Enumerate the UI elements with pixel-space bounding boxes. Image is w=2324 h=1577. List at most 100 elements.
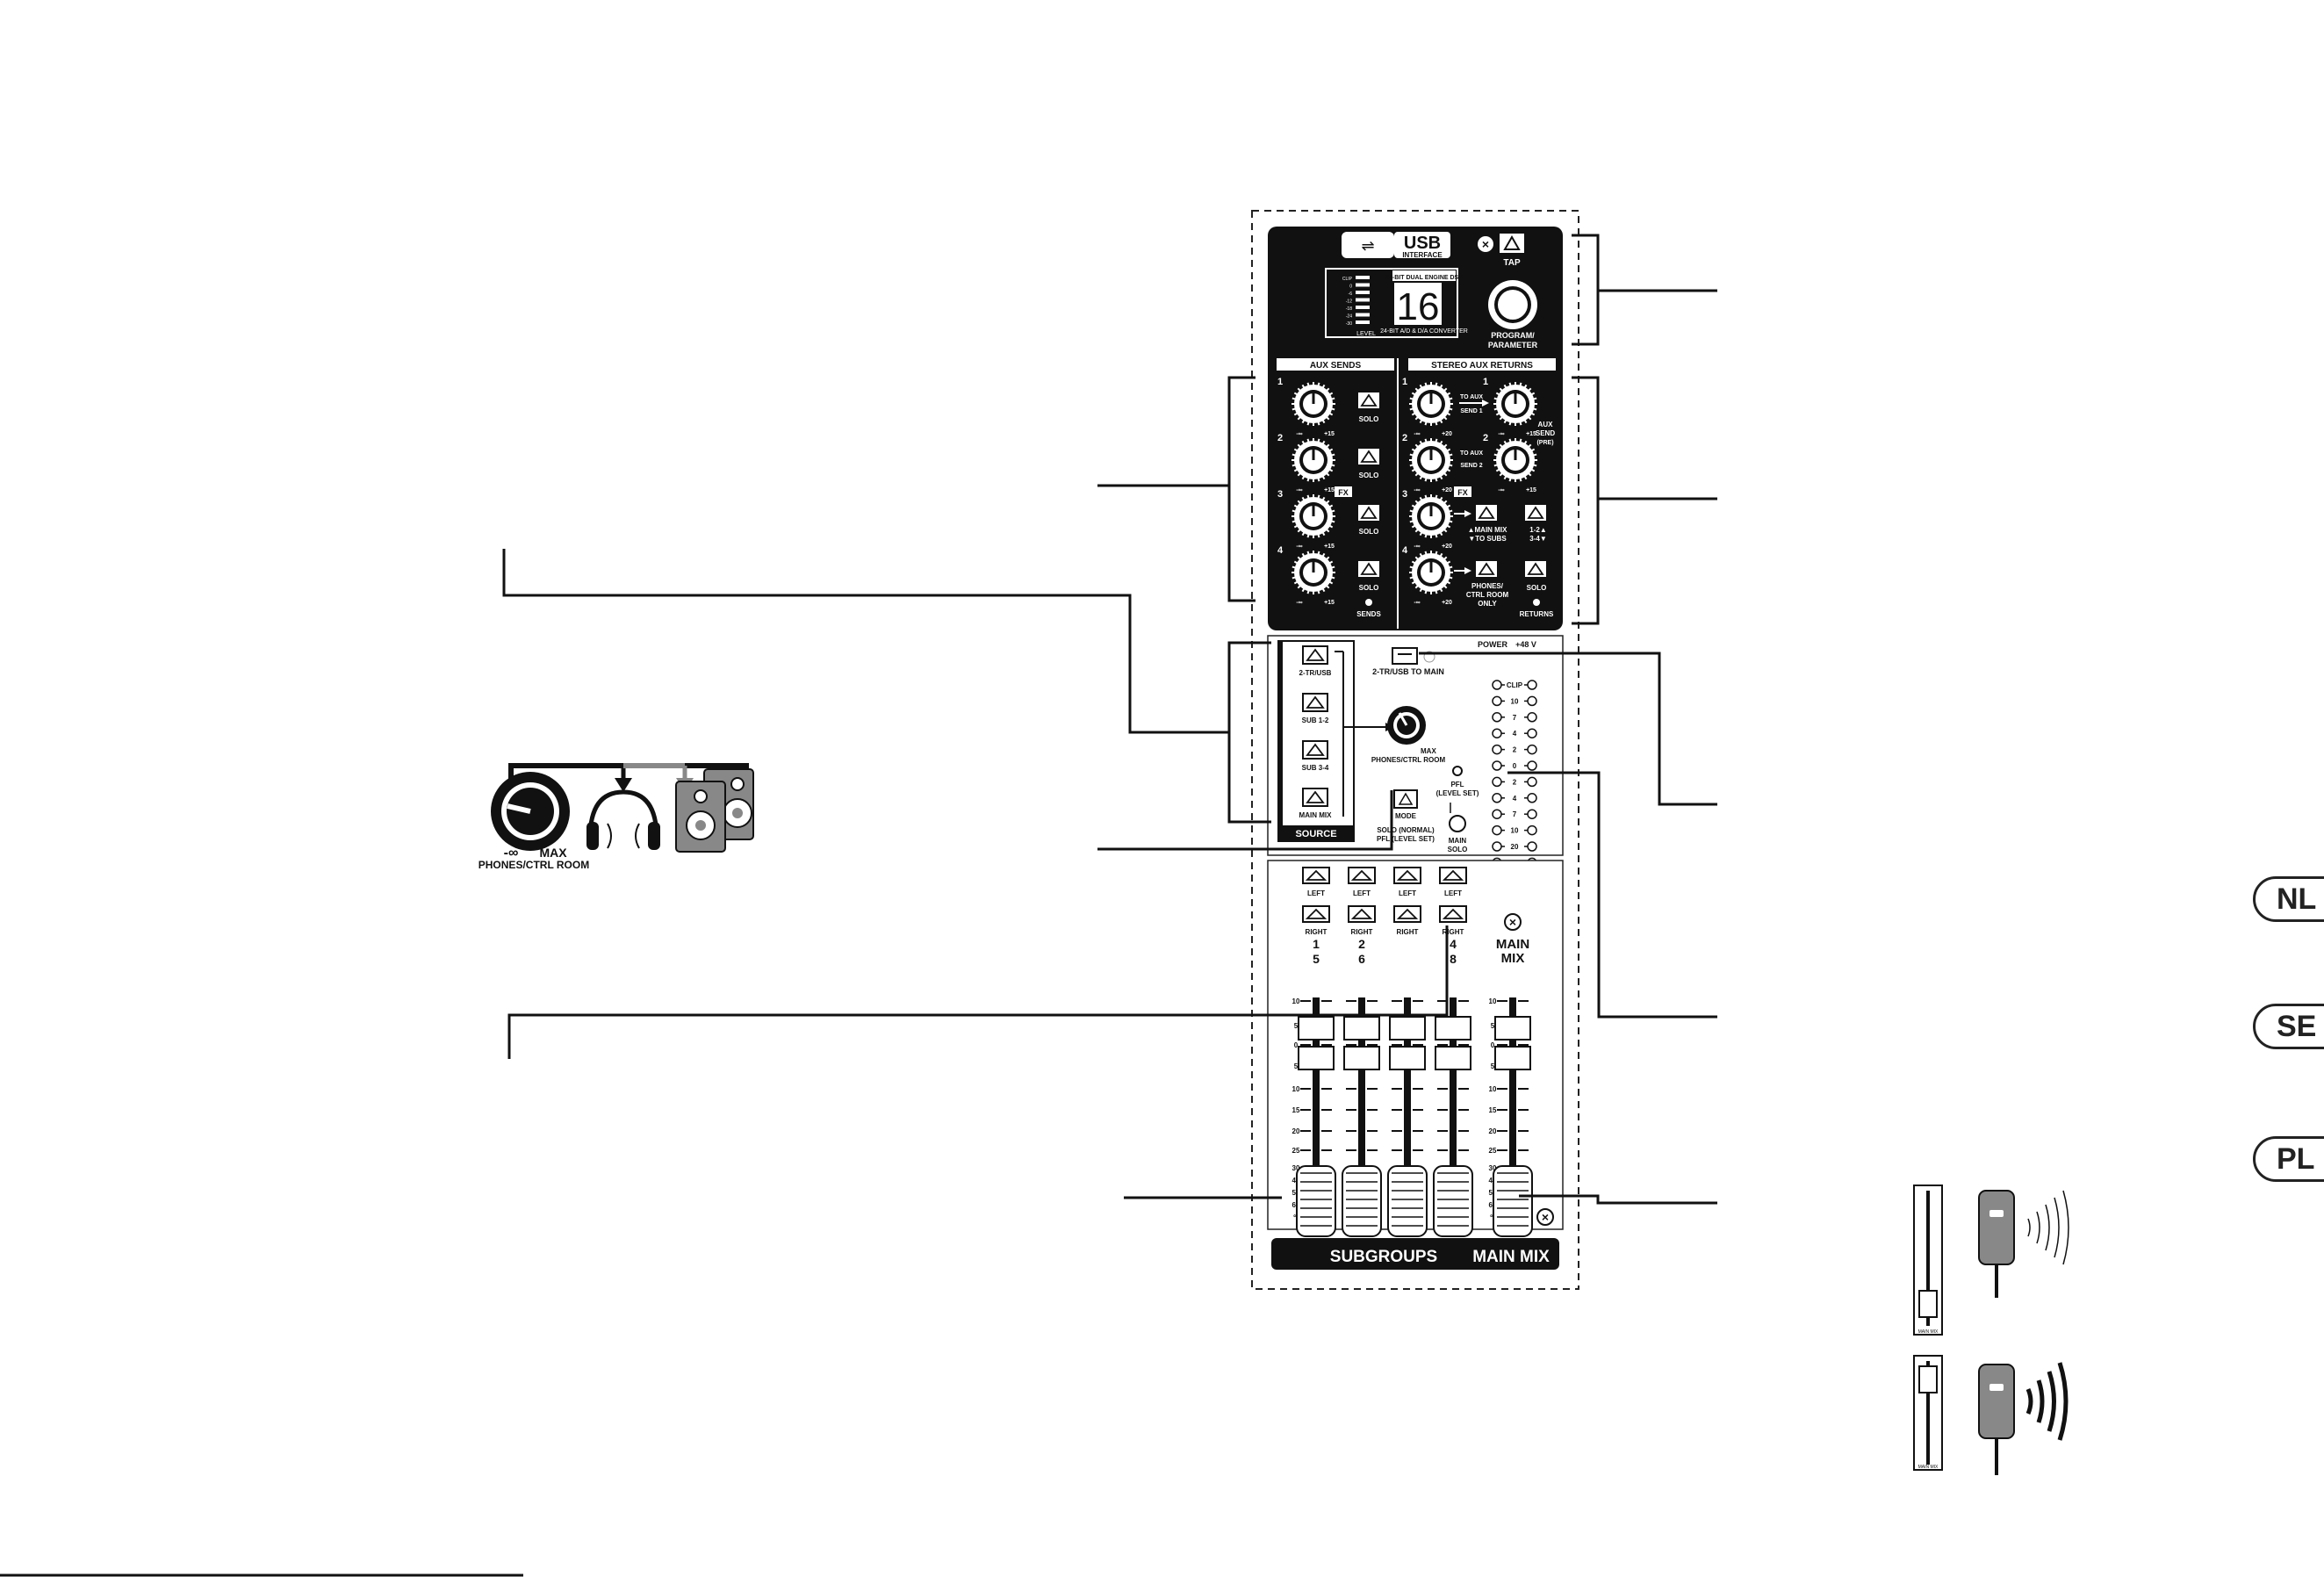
left-label: LEFT: [1307, 889, 1325, 897]
triangle-icon: [1350, 869, 1373, 881]
aux-send-number: 3: [1277, 489, 1283, 500]
triangle-icon: [1442, 908, 1464, 919]
scale-max: +15: [1526, 487, 1536, 493]
source-button[interactable]: [1302, 693, 1328, 712]
speaker-icon: [1978, 1364, 2015, 1439]
meter-label: 0: [1513, 762, 1517, 770]
aux-send-number: 1: [1277, 377, 1283, 387]
usb-logo: ⇌ USB INTERFACE: [1342, 232, 1450, 259]
fader[interactable]: [1387, 997, 1428, 1237]
aux-return-send-knob[interactable]: [1493, 382, 1537, 426]
fader-cap[interactable]: [1342, 1165, 1382, 1237]
triangle-icon: [1305, 908, 1327, 919]
speaker-icon: [1978, 1190, 2015, 1265]
dsp-bottom-label: 24-BIT A/D & D/A CONVERTER: [1380, 328, 1468, 335]
aux-sends-title: AUX SENDS: [1310, 361, 1362, 371]
language-tab-nl[interactable]: NL: [2253, 876, 2324, 922]
language-tab-pl[interactable]: PL: [2253, 1136, 2324, 1182]
inset-phones-label: PHONES/CTRL ROOM: [478, 859, 589, 871]
subgroup-right-button[interactable]: [1302, 905, 1330, 923]
aux-return-solo-button[interactable]: [1523, 559, 1548, 579]
meter-led-right: [1527, 793, 1537, 803]
scale-max: +15: [1324, 487, 1335, 493]
pfl-level-set-sub: (LEVEL SET): [1436, 789, 1479, 797]
meter-led-left: [1492, 680, 1502, 690]
left-label: LEFT: [1353, 889, 1371, 897]
scale-max: +15: [1324, 544, 1335, 550]
program-label-1: PROGRAM/: [1491, 331, 1535, 340]
fader-scale-label: 5: [1491, 1022, 1495, 1030]
meter-led-right: [1527, 712, 1537, 723]
sends-label: SENDS: [1356, 610, 1381, 618]
aux-send-solo-button[interactable]: [1356, 447, 1381, 466]
aux-send-knob[interactable]: [1292, 494, 1335, 538]
fader-cap[interactable]: [1433, 1165, 1473, 1237]
source-button[interactable]: [1302, 788, 1328, 807]
language-tab-label: NL: [2277, 882, 2317, 916]
subgroup-left-button[interactable]: [1393, 867, 1421, 884]
subgroup-number: 8: [1450, 952, 1457, 966]
subgroup-right-button[interactable]: [1348, 905, 1376, 923]
fader-cap[interactable]: [1387, 1165, 1428, 1237]
aux-send-solo-button[interactable]: [1356, 559, 1381, 579]
level-label: LEVEL: [1356, 331, 1376, 337]
aux-return-knob[interactable]: [1409, 438, 1453, 482]
subgroup-right-button[interactable]: [1393, 905, 1421, 923]
send-label: SEND 2: [1460, 463, 1482, 469]
fader[interactable]: [1433, 997, 1473, 1237]
meter-led-left: [1492, 809, 1502, 819]
fader-scale-label: 10: [1292, 997, 1300, 1005]
fader-scale-label: 25: [1489, 1147, 1497, 1155]
aux-send-knob[interactable]: [1292, 551, 1335, 594]
aux-send-knob[interactable]: [1292, 382, 1335, 426]
aux-return-knob[interactable]: [1409, 382, 1453, 426]
meter-led-left: [1492, 776, 1502, 788]
triangle-icon: [1306, 695, 1325, 709]
main-solo-led: [1449, 815, 1466, 832]
meter-label: 7: [1513, 810, 1517, 818]
source-button[interactable]: [1302, 740, 1328, 760]
solo-label: SOLO: [1359, 472, 1379, 479]
phones-ctrl-room-only-button[interactable]: [1474, 559, 1499, 579]
subgroup-left-button[interactable]: [1439, 867, 1467, 884]
triangle-icon: [1305, 869, 1327, 881]
aux-send-knob[interactable]: [1292, 438, 1335, 482]
main-mix-to-subs-button[interactable]: [1474, 503, 1499, 522]
fader-cap[interactable]: [1296, 1165, 1336, 1237]
returns-led: [1533, 599, 1540, 606]
subgroup-number: 6: [1358, 952, 1365, 966]
source-button-label: SUB 1-2: [1302, 716, 1329, 724]
tap-label: TAP: [1503, 258, 1521, 268]
scale-min: -∞: [1296, 487, 1302, 493]
aux-return-send-knob[interactable]: [1493, 438, 1537, 482]
dsp-top-label: 24-BIT DUAL ENGINE DSP: [1385, 275, 1463, 281]
main-mix-footer-label: MAIN MIX: [1472, 1248, 1550, 1266]
subs-label: 1-2▲: [1529, 526, 1546, 534]
language-tab-se[interactable]: SE: [2253, 1004, 2324, 1049]
fader[interactable]: [1493, 997, 1533, 1237]
aux-send-solo-button[interactable]: [1356, 391, 1381, 410]
meter-led-right: [1527, 728, 1537, 738]
meter-label: 20: [1511, 843, 1519, 851]
fader-cap[interactable]: [1493, 1165, 1533, 1237]
returns-label: RETURNS: [1520, 610, 1554, 618]
source-button-label: 2-TR/USB: [1299, 669, 1332, 677]
fader[interactable]: [1342, 997, 1382, 1237]
subgroup-left-button[interactable]: [1348, 867, 1376, 884]
aux-send-number: 1: [1483, 377, 1488, 387]
aux-return-knob[interactable]: [1409, 494, 1453, 538]
aux-return-knob[interactable]: [1409, 551, 1453, 594]
phones-ctrl-room-inset: -∞ MAX PHONES/CTRL ROOM: [478, 763, 754, 871]
right-label: RIGHT: [1443, 928, 1464, 936]
subgroup-right-button[interactable]: [1439, 905, 1467, 923]
subgroup-left-button[interactable]: [1302, 867, 1330, 884]
fader[interactable]: [1296, 997, 1336, 1237]
aux-send-solo-button[interactable]: [1356, 503, 1381, 522]
subs-assign-button[interactable]: [1523, 503, 1548, 522]
fader-scale-label: 5: [1294, 1022, 1299, 1030]
source-button[interactable]: [1302, 645, 1328, 665]
speaker-icon: [675, 768, 754, 853]
2tr-usb-to-main-button[interactable]: [1392, 647, 1418, 665]
